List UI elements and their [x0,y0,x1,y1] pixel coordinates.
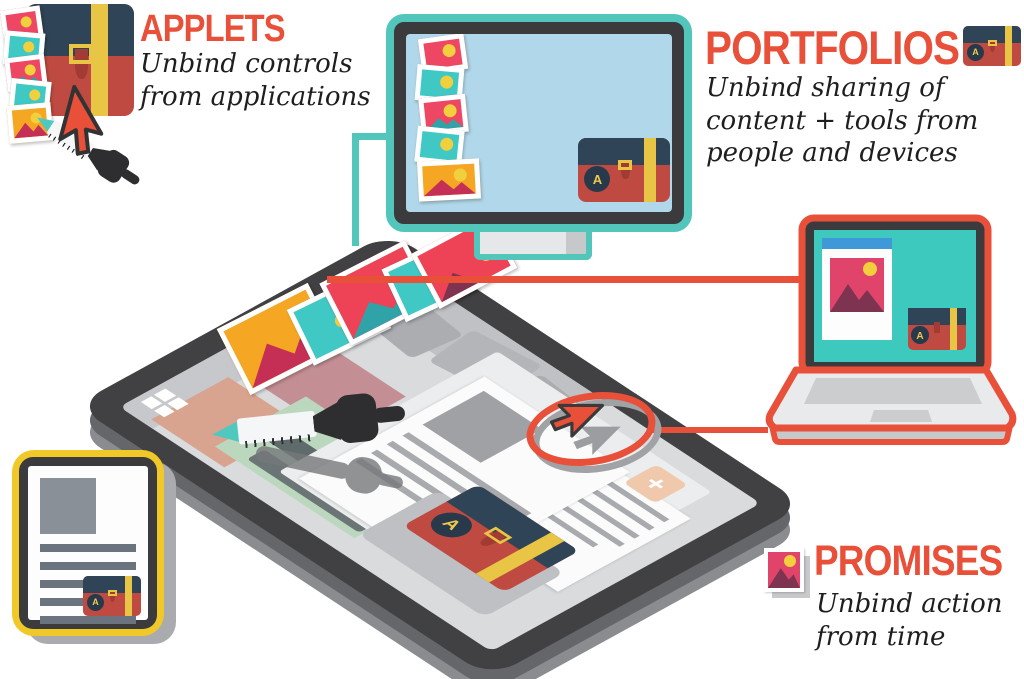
cursor-icon [58,84,104,156]
briefcase-icon: A [578,138,670,202]
briefcase-badge: A [967,43,985,61]
briefcase-icon: A [83,576,141,616]
sun-glyph [863,262,877,276]
window-titlebar [822,238,892,249]
monitor: A [386,14,692,232]
briefcase-badge: A [87,593,105,611]
connector-teal-vertical [352,133,359,246]
eyedropper-icon [210,392,412,498]
briefcase-icon: A [963,26,1021,66]
portfolios-title: PORTFOLIOS [705,21,960,74]
text-line [40,562,136,570]
cursor-shadow-icon [573,426,621,455]
laptop-keyboard [804,378,982,404]
applets-heading: APPLETS [140,10,308,48]
text-line [40,616,136,624]
cursor-icon [549,403,605,438]
portfolios-subtitle: Unbind sharing of content + tools from p… [706,73,979,168]
mini-tablet: A [12,450,164,636]
mini-tablet-screen: A [28,466,148,624]
laptop: A [765,214,1017,445]
monitor-screen: A [406,34,672,212]
photo-card [416,158,482,202]
portfolios-heading: PORTFOLIOS [705,24,1001,71]
photo-card [764,548,804,592]
briefcase-badge: A [584,166,611,193]
applets-icon-cluster [0,0,150,190]
connector-red-portfolios [327,276,808,283]
connector-teal-horizontal [352,133,392,140]
image-placeholder [40,478,96,534]
text-line [40,544,136,552]
applets-subtitle: Unbind controls from applications [140,49,371,112]
laptop-trackpad [870,410,932,422]
mountains-glyph [830,284,884,312]
applets-title: APPLETS [140,8,286,50]
promises-subtitle: Unbind action from time [816,589,1003,652]
connector-red-cursor [648,427,768,433]
briefcase-badge: A [916,331,923,342]
promises-heading: PROMISES [814,540,1024,583]
briefcase-icon: A [908,308,966,350]
promises-title: PROMISES [814,537,1003,585]
